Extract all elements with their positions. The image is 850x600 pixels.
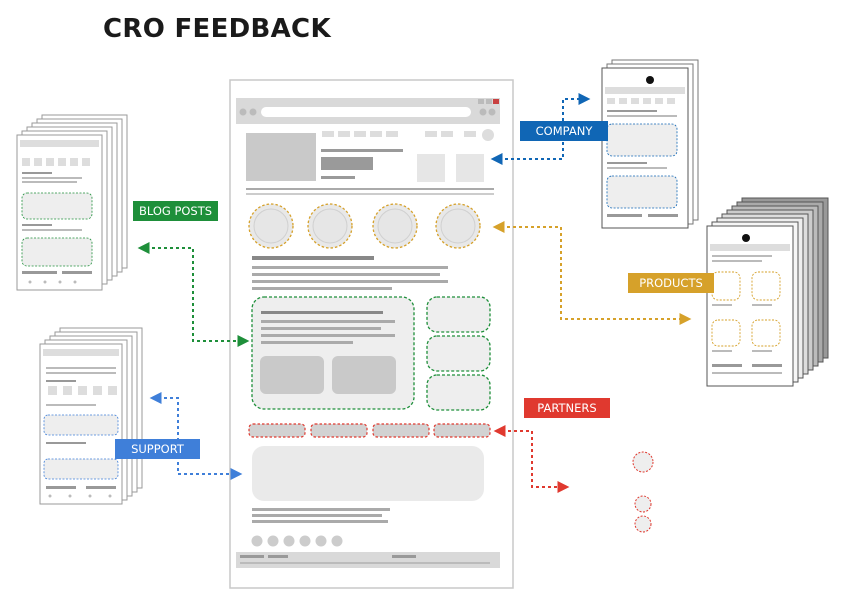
partners-circles	[632, 451, 654, 533]
diagram-title: CRO FEEDBACK	[103, 14, 331, 44]
company-label: COMPANY	[520, 121, 608, 141]
products-connector	[492, 221, 692, 325]
products-label: PRODUCTS	[628, 273, 714, 293]
blog-posts-page-stack	[16, 114, 128, 291]
products-page-stack	[706, 197, 829, 387]
support-connector	[149, 392, 243, 480]
support-label: SUPPORT	[115, 439, 200, 459]
main-page-wireframe	[229, 79, 514, 589]
support-page-stack	[39, 327, 143, 505]
blog-posts-connector	[137, 242, 250, 347]
partners-connector	[493, 425, 570, 493]
company-page-stack	[601, 59, 699, 229]
partners-label: PARTNERS	[524, 398, 610, 418]
blog-posts-label: BLOG POSTS	[133, 201, 218, 221]
